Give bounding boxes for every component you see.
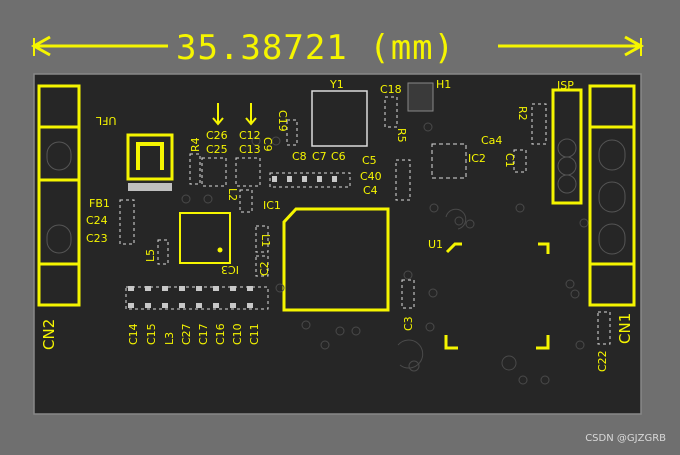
- label-u1: U1: [428, 238, 444, 251]
- label-ic1: IC1: [263, 199, 281, 212]
- ufl-connector: [126, 133, 174, 181]
- label-c12: C12: [239, 129, 261, 142]
- label-c11: C11: [248, 323, 261, 345]
- cn1-connector: [588, 84, 636, 307]
- label-h1: H1: [436, 78, 452, 91]
- label-c22: C22: [596, 350, 609, 372]
- label-c13: C13: [239, 143, 261, 156]
- label-cn2: CN2: [40, 318, 58, 350]
- label-r4: R4: [189, 137, 202, 152]
- label-l1: L1: [259, 234, 272, 248]
- y1-crystal: [311, 90, 368, 147]
- label-c40: C40: [360, 170, 382, 183]
- label-c27: C27: [180, 323, 193, 345]
- label-c19: C19: [276, 110, 289, 132]
- label-c2: C2: [258, 261, 271, 276]
- ic1-chip: [282, 207, 390, 312]
- label-c24: C24: [86, 214, 108, 227]
- label-c7: C7: [312, 150, 327, 163]
- label-c26: C26: [206, 129, 228, 142]
- label-r5: R5: [395, 128, 408, 143]
- label-isp: ISP: [557, 79, 574, 92]
- label-ic2: IC2: [468, 152, 486, 165]
- label-ufl: UFL: [96, 114, 117, 127]
- label-c16: C16: [214, 323, 227, 345]
- label-c8: C8: [292, 150, 307, 163]
- label-c10: C10: [231, 323, 244, 345]
- isp-header: [551, 88, 583, 205]
- label-ic3: IC3: [221, 263, 239, 276]
- label-c5: C5: [362, 154, 377, 167]
- label-c14: C14: [127, 323, 140, 345]
- watermark: CSDN @GJZGRB: [585, 433, 666, 444]
- label-c9: C9: [261, 137, 274, 152]
- cn2-connector: [37, 84, 81, 307]
- h1-part: [407, 82, 434, 112]
- label-ca4: Ca4: [481, 134, 503, 147]
- label-cn1: CN1: [616, 312, 634, 344]
- indicator-arrows: [212, 103, 257, 126]
- label-l2: L2: [226, 188, 239, 202]
- dimension-label: 35.38721 (mm): [176, 28, 456, 68]
- label-c15: C15: [145, 323, 158, 345]
- label-c17: C17: [197, 323, 210, 345]
- label-c25: C25: [206, 143, 228, 156]
- label-y1: Y1: [330, 78, 344, 91]
- ic2-outline: [431, 143, 467, 179]
- dimension-arrow: [30, 35, 645, 57]
- label-c23: C23: [86, 232, 108, 245]
- label-c1: C1: [503, 153, 516, 168]
- label-c18: C18: [380, 83, 402, 96]
- label-r2: R2: [516, 106, 529, 121]
- ic3-chip: [179, 212, 231, 264]
- label-c4: C4: [363, 184, 378, 197]
- label-c6: C6: [331, 150, 346, 163]
- label-c3: C3: [402, 316, 415, 331]
- u1-outline: [444, 242, 550, 350]
- label-l5: L5: [144, 248, 157, 262]
- label-fb1: FB1: [89, 197, 110, 210]
- label-l3: L3: [163, 331, 176, 345]
